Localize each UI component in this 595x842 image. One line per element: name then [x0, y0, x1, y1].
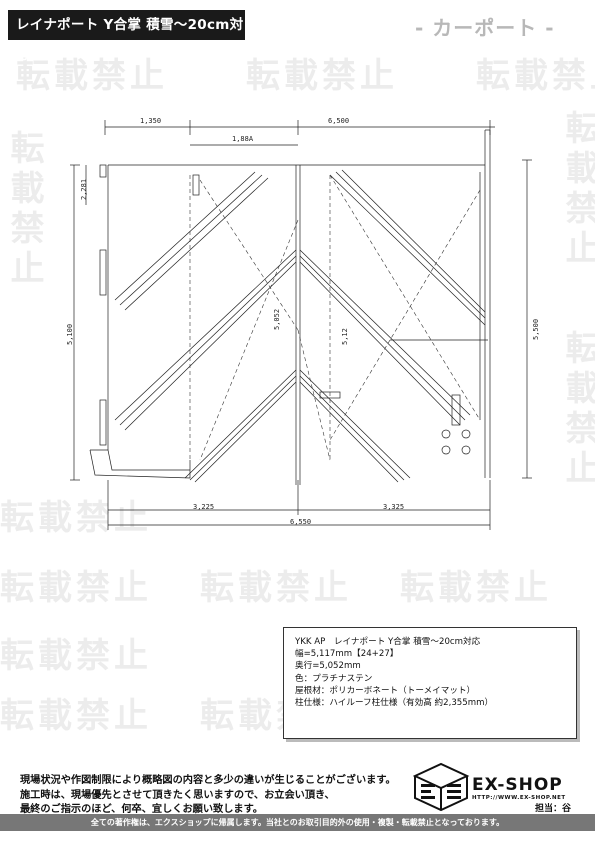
watermark-text: 転載禁止: [476, 56, 595, 96]
dim-bottom-left: 3,225: [193, 503, 215, 511]
watermark-text: 転載禁止: [0, 696, 152, 736]
copyright-footer: 全ての著作権は、エクスショップに帰属します。当社とのお取引目的外の使用・複製・転…: [0, 814, 595, 831]
watermark-text: 転載禁止: [400, 568, 552, 608]
note-line: 現場状況や作図制限により概略図の内容と多少の違いが生じることがございます。: [20, 775, 396, 786]
dim-top-inner: 1,88A: [232, 135, 254, 143]
logo-url: HTTP://WWW.EX-SHOP.NET: [472, 795, 566, 801]
watermark-text: 転載禁止: [0, 498, 152, 538]
dim-left-height: 5,100: [66, 323, 74, 345]
watermark-text: 転載禁止: [246, 56, 398, 96]
dim-top-right: 6,500: [328, 117, 350, 125]
page-title: レイナポート Y合掌 積雪～20cm対応: [8, 10, 245, 63]
spec-width: 幅=5,117mm【24+27】: [295, 649, 399, 660]
watermark-text: 転載禁止: [4, 130, 44, 290]
watermark-text: 転載禁止: [0, 636, 152, 676]
dim-bottom-right: 3,325: [383, 503, 405, 511]
note-line: 最終のご指示のほど、何卒、宜しくお願い致します。: [20, 804, 263, 815]
staff-label: 担当：谷: [535, 804, 572, 814]
watermark-text: 転載禁止: [0, 568, 152, 608]
spec-box: YKK AP レイナポート Y合掌 積雪～20cm対応 幅=5,117mm【24…: [283, 627, 577, 739]
watermark-text: 転載禁止: [16, 56, 168, 96]
watermark-text: 転載禁止: [559, 330, 595, 490]
spec-pillar: 柱仕様：ハイルーフ柱仕様（有効高 約2,355mm）: [295, 698, 494, 709]
spec-product: YKK AP レイナポート Y合掌 積雪～20cm対応: [295, 637, 481, 647]
watermark-text: 転載禁止: [559, 110, 595, 270]
ex-shop-cube-icon: [413, 762, 470, 812]
category-label: - カーポート -: [415, 16, 555, 40]
dim-left-small: 2,281: [80, 178, 88, 200]
spec-roof: 屋根材：ポリカーボネート（トーメイマット）: [295, 685, 476, 696]
notes: 現場状況や作図制限により概略図の内容と多少の違いが生じることがございます。 施工…: [20, 774, 396, 818]
logo-name: EX-SHOP: [472, 775, 563, 795]
dim-center-height: 5,052: [273, 308, 281, 330]
dim-center-inner: 5,12: [341, 328, 349, 345]
watermark-text: 転載禁止: [200, 568, 352, 608]
dim-right-height: 5,500: [532, 318, 540, 340]
spec-color: 色：プラチナステン: [295, 673, 373, 684]
note-line: 施工時は、現場優先とさせて頂きたく思いますので、お立会い頂き、: [20, 789, 335, 801]
dim-bottom-total: 6,550: [290, 518, 312, 526]
spec-depth: 奥行=5,052mm: [295, 661, 361, 672]
dim-top-left: 1,350: [140, 117, 162, 125]
